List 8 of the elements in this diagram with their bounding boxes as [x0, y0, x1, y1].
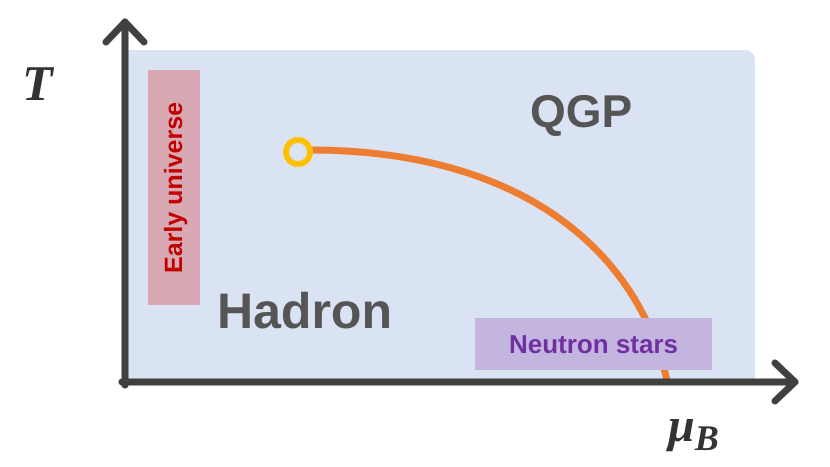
region-label: Early universe — [162, 102, 186, 273]
early-universe-band — [148, 70, 200, 305]
axis-label: T — [22, 58, 53, 108]
axis-label: μ$_{B}$ — [668, 402, 719, 450]
phase-label: QGP — [530, 88, 632, 134]
phase-label: Hadron — [217, 286, 392, 336]
region-label: Neutron stars — [508, 331, 678, 357]
neutron-star-band — [475, 318, 712, 370]
